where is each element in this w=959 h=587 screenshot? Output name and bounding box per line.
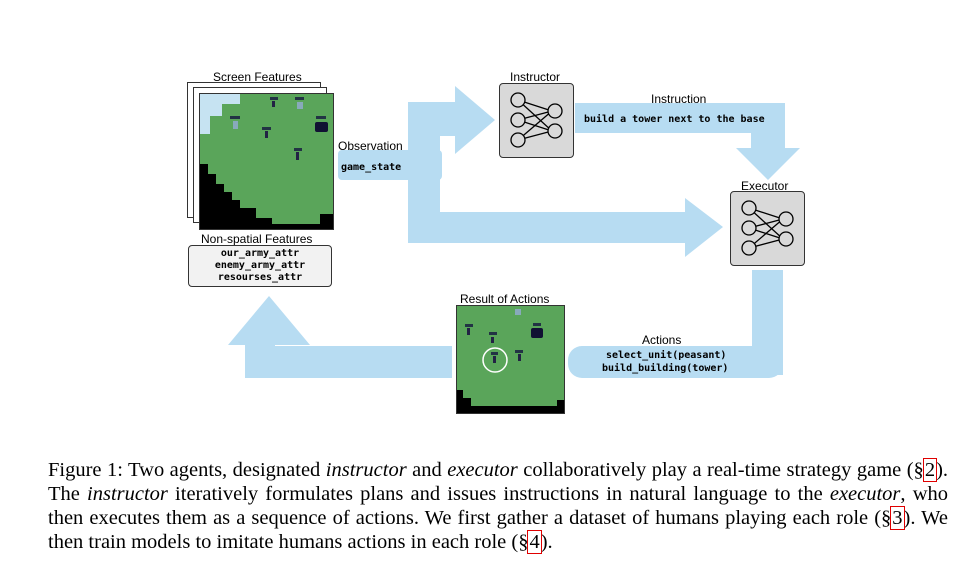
observation-value: game_state [341, 162, 402, 173]
instructor-box [499, 83, 574, 158]
caption-figure-number: Figure 1: [48, 459, 123, 481]
caption-term-instructor: instructor [325, 459, 407, 481]
observation-bar [338, 150, 442, 180]
caption-text: ). The [48, 459, 949, 505]
observation-label: Observation [338, 139, 403, 153]
caption-text: , who then executes them as a sequence o… [48, 483, 949, 529]
caption-text: ). We then train models to imitate human… [48, 507, 948, 553]
section-ref-link[interactable]: 3 [890, 506, 905, 530]
result-map-thumbnail [456, 305, 565, 414]
actions-value-1: build_building(tower) [602, 363, 729, 374]
neural-network-icon [741, 200, 794, 256]
section-ref-link[interactable]: 4 [527, 530, 542, 554]
result-label: Result of Actions [460, 292, 550, 306]
arrow-to-executor [408, 175, 723, 257]
caption-text: and [406, 459, 448, 481]
caption-term-executor: executor [829, 483, 901, 505]
actions-bar [568, 346, 783, 378]
non-spatial-box: our_army_attr enemy_army_attr resourses_… [188, 245, 332, 287]
arrow-instruction [575, 103, 800, 180]
figure-caption: Figure 1: Two agents, designated instruc… [48, 458, 948, 554]
section-ref-link[interactable]: 2 [922, 458, 938, 482]
caption-text: collaboratively play a real-time strateg… [517, 459, 924, 481]
caption-text: Two agents, designated [122, 459, 326, 481]
actions-value-0: select_unit(peasant) [606, 350, 727, 361]
screen-features-label: Screen Features [213, 70, 302, 84]
non-spatial-item-2: resourses_attr [217, 272, 303, 283]
instruction-label: Instruction [651, 92, 707, 106]
flow-arrows [228, 86, 800, 378]
game-map-thumbnail [199, 93, 334, 230]
caption-term-instructor: instructor [87, 483, 168, 505]
instruction-value: build a tower next to the base [584, 114, 765, 125]
actions-label: Actions [642, 333, 682, 347]
executor-label: Executor [741, 179, 789, 193]
arrow-feedback [228, 296, 452, 378]
non-spatial-item-1: enemy_army_attr [214, 260, 306, 271]
caption-text: iteratively formulates plans and issues … [167, 483, 830, 505]
executor-box [730, 191, 805, 266]
caption-term-executor: executor [447, 459, 518, 481]
instructor-label: Instructor [510, 70, 561, 84]
non-spatial-label: Non-spatial Features [201, 232, 313, 246]
non-spatial-item-0: our_army_attr [220, 248, 300, 259]
neural-network-icon [510, 92, 563, 148]
caption-text: ). [540, 531, 553, 553]
